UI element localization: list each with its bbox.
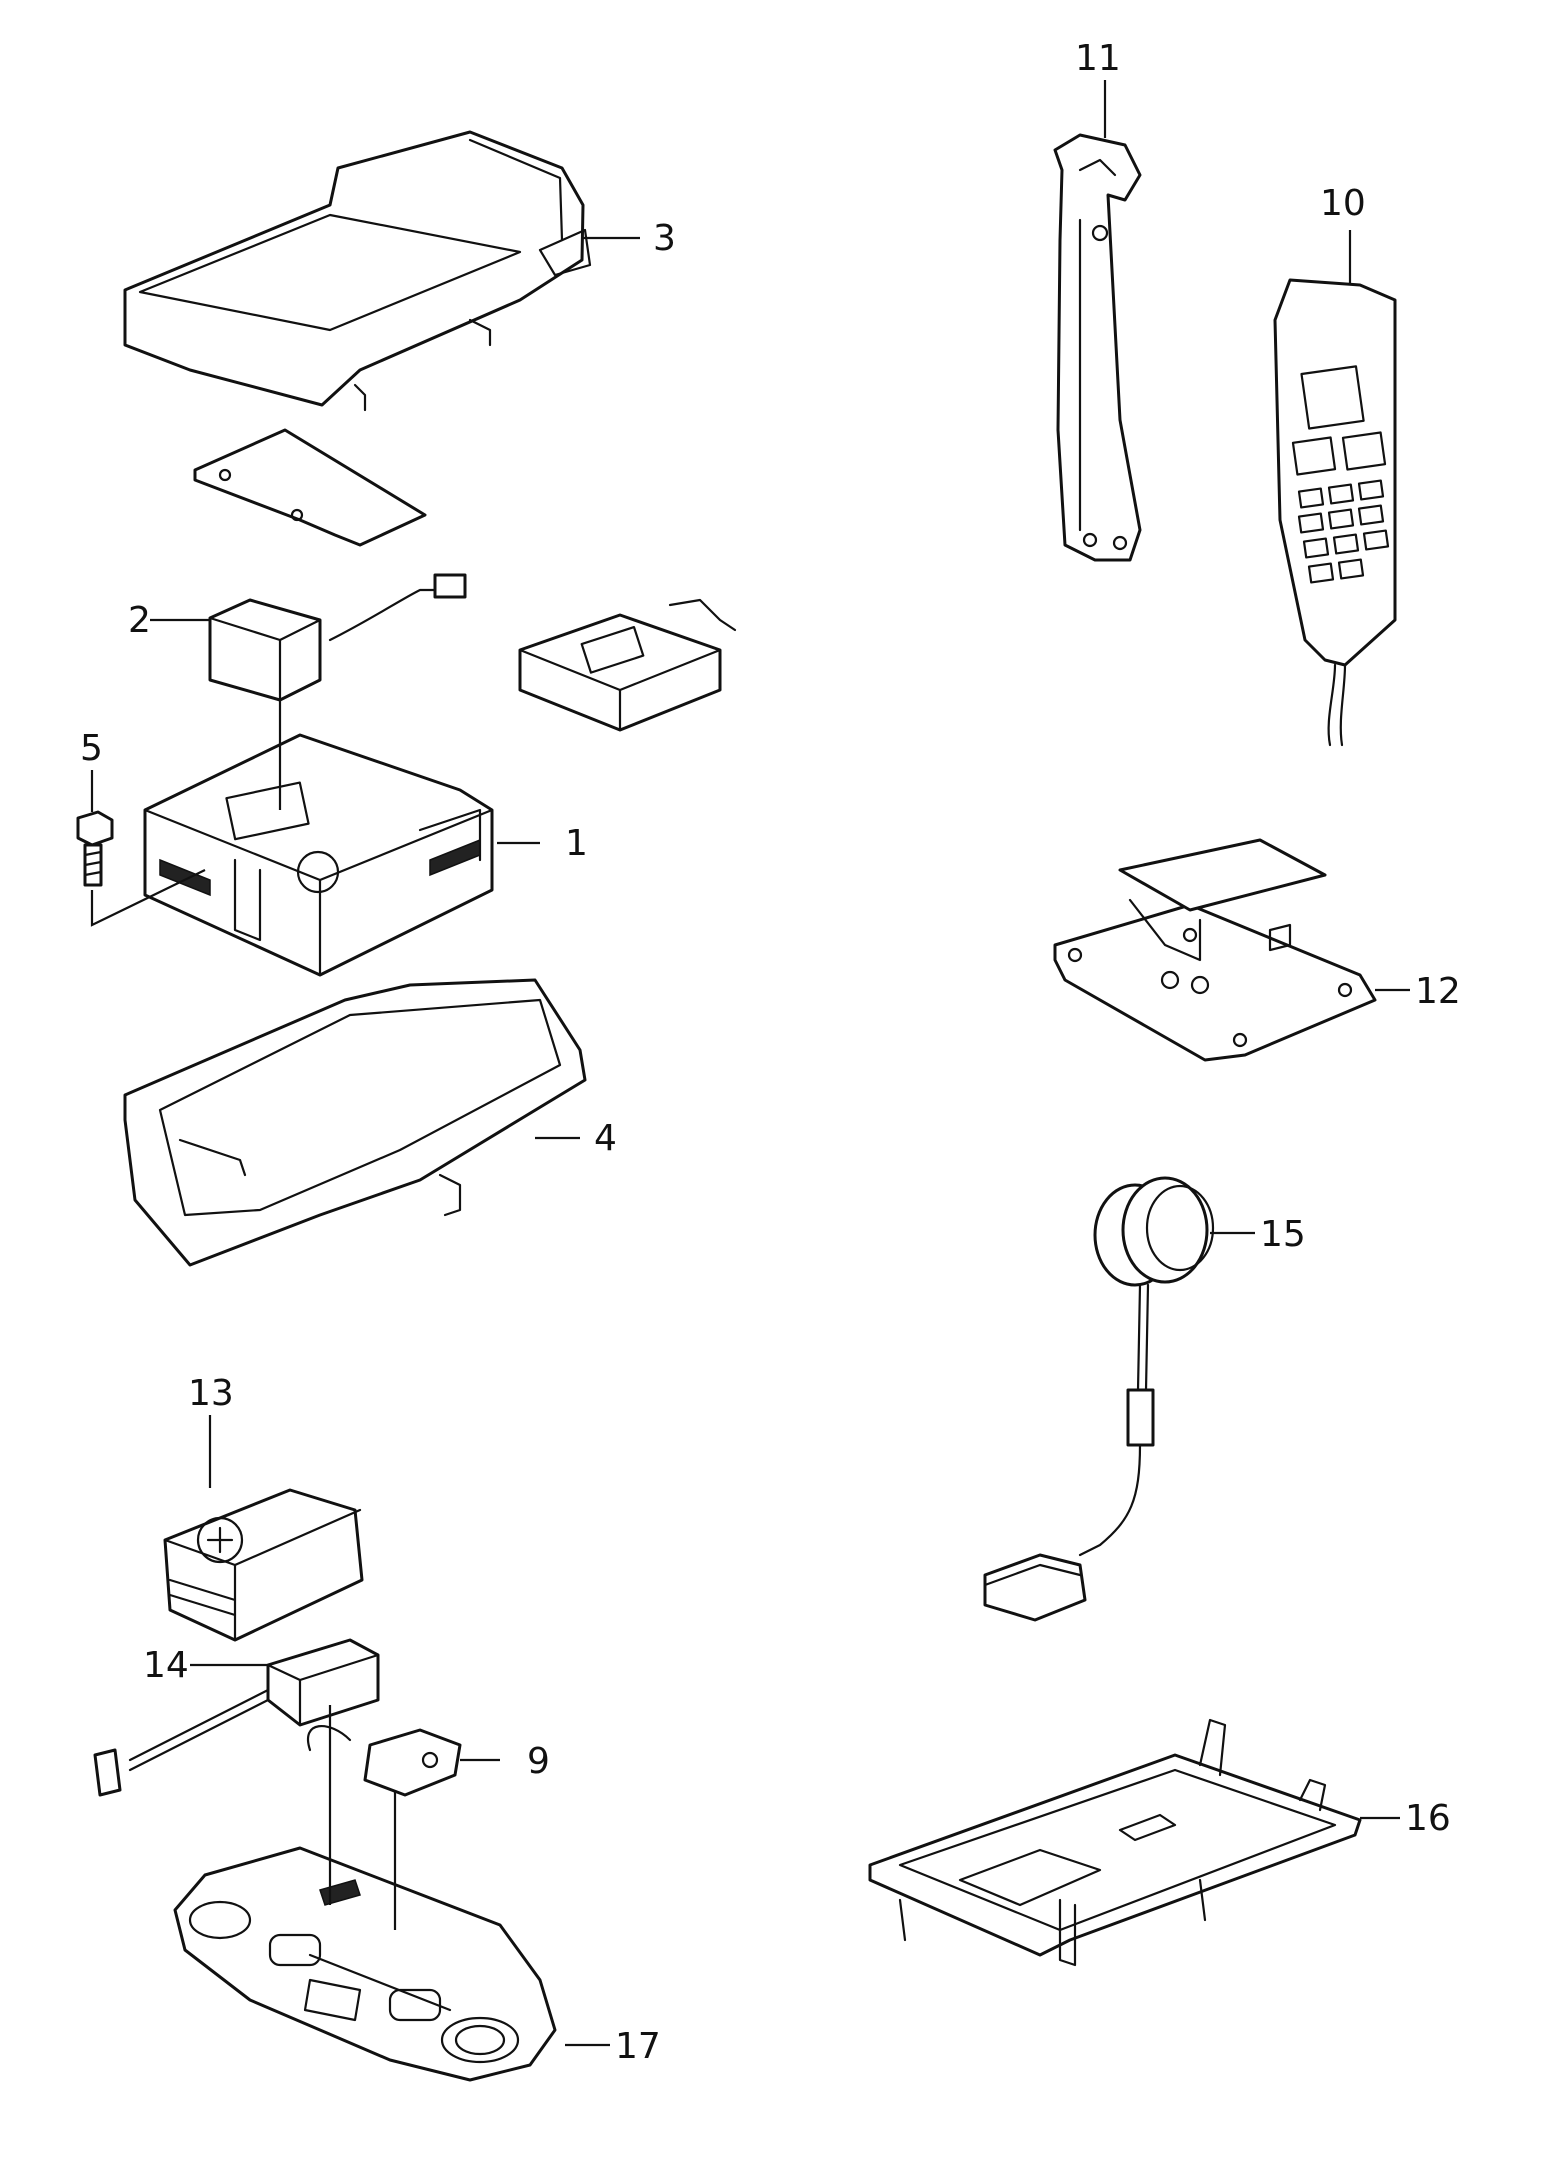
- callout-9: 9: [527, 1741, 550, 1782]
- callout-2: 2: [128, 600, 151, 641]
- callout-5: 5: [80, 728, 103, 769]
- part-13-switch: [163, 1488, 364, 1642]
- part-12-mounting-plate: [1053, 838, 1377, 1062]
- callout-10: 10: [1320, 183, 1366, 224]
- part-9-sensor: [307, 1725, 462, 1797]
- part-17-overhead-console: [173, 1846, 557, 2082]
- circuit-plate: [193, 428, 427, 547]
- callout-16: 16: [1405, 1798, 1451, 1839]
- callout-3: 3: [653, 218, 676, 259]
- callout-15: 15: [1260, 1214, 1306, 1255]
- callout-11: 11: [1075, 38, 1121, 79]
- part-2-filter: [208, 573, 467, 702]
- spare-module: [518, 598, 737, 732]
- callout-13: 13: [188, 1373, 234, 1414]
- callout-4: 4: [594, 1118, 617, 1159]
- part-15-speaker: [983, 1176, 1215, 1622]
- part-10-handset: [1273, 278, 1397, 747]
- callout-17: 17: [615, 2026, 661, 2067]
- part-14-bracket: [93, 1638, 380, 1797]
- part-1-control-unit: [143, 733, 494, 977]
- part-3-top-cover: [123, 130, 592, 412]
- callout-1: 1: [565, 823, 588, 864]
- leader-lines: [90, 80, 1410, 2047]
- part-5-screw: [76, 810, 114, 887]
- part-16-base-frame: [868, 1718, 1362, 1967]
- callout-12: 12: [1415, 971, 1461, 1012]
- part-11-holder: [1053, 133, 1142, 562]
- callout-14: 14: [143, 1645, 189, 1686]
- part-4-tray: [123, 978, 587, 1267]
- callout-labels: 1 2 3 4 5 9 10 11 12 13 14 15 16 17: [80, 38, 1461, 2067]
